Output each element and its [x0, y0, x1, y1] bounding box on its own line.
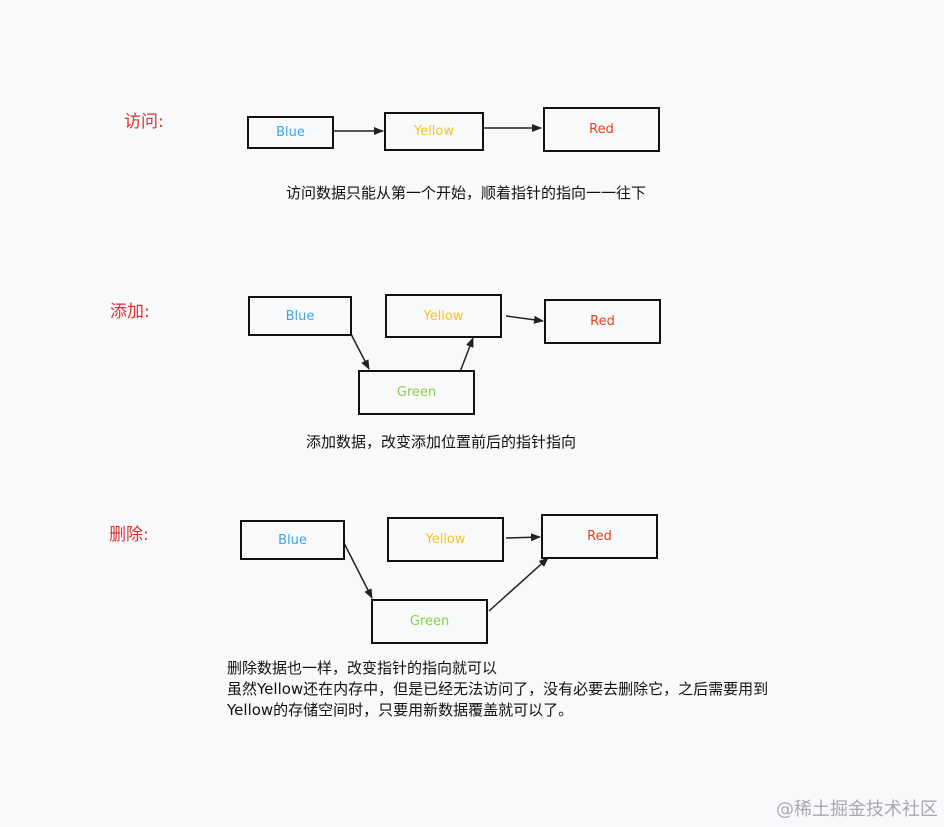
arrow-add-blue-green	[350, 333, 370, 370]
add-node-yellow: Yellow	[385, 294, 502, 338]
access-note: 访问数据只能从第一个开始，顺着指针的指向一一往下	[286, 184, 647, 202]
delete-note-line-3: Yellow的存储空间时，只要用新数据覆盖就可以了。	[227, 701, 574, 719]
access-section-label: 访问:	[124, 112, 164, 132]
add-node-red: Red	[544, 299, 661, 344]
delete-note-line-2: 虽然Yellow还在内存中，但是已经无法访问了，没有必要去删除它，之后需要用到	[227, 680, 769, 698]
delete-node-blue: Blue	[240, 520, 345, 560]
add-node-blue: Blue	[248, 296, 352, 336]
arrow-delete-blue-green	[343, 542, 373, 599]
arrow-add-yellow-red	[505, 315, 544, 324]
arrow-delete-green-red	[488, 557, 549, 612]
delete-node-yellow: Yellow	[387, 517, 504, 562]
access-node-red: Red	[543, 107, 660, 152]
delete-node-green: Green	[371, 599, 488, 644]
arrow-add-green-yellow	[459, 337, 474, 373]
delete-note-line-1: 删除数据也一样，改变指针的指向就可以	[227, 659, 498, 677]
add-node-green: Green	[358, 370, 475, 415]
add-section-label: 添加:	[110, 302, 150, 322]
access-node-blue: Blue	[247, 116, 334, 149]
delete-node-red: Red	[541, 514, 658, 559]
watermark: @稀土掘金技术社区	[776, 799, 938, 820]
delete-section-label: 删除:	[109, 525, 149, 545]
access-node-yellow: Yellow	[384, 112, 484, 151]
arrow-delete-yellow-red	[505, 533, 541, 542]
add-note: 添加数据，改变添加位置前后的指针指向	[306, 433, 577, 451]
